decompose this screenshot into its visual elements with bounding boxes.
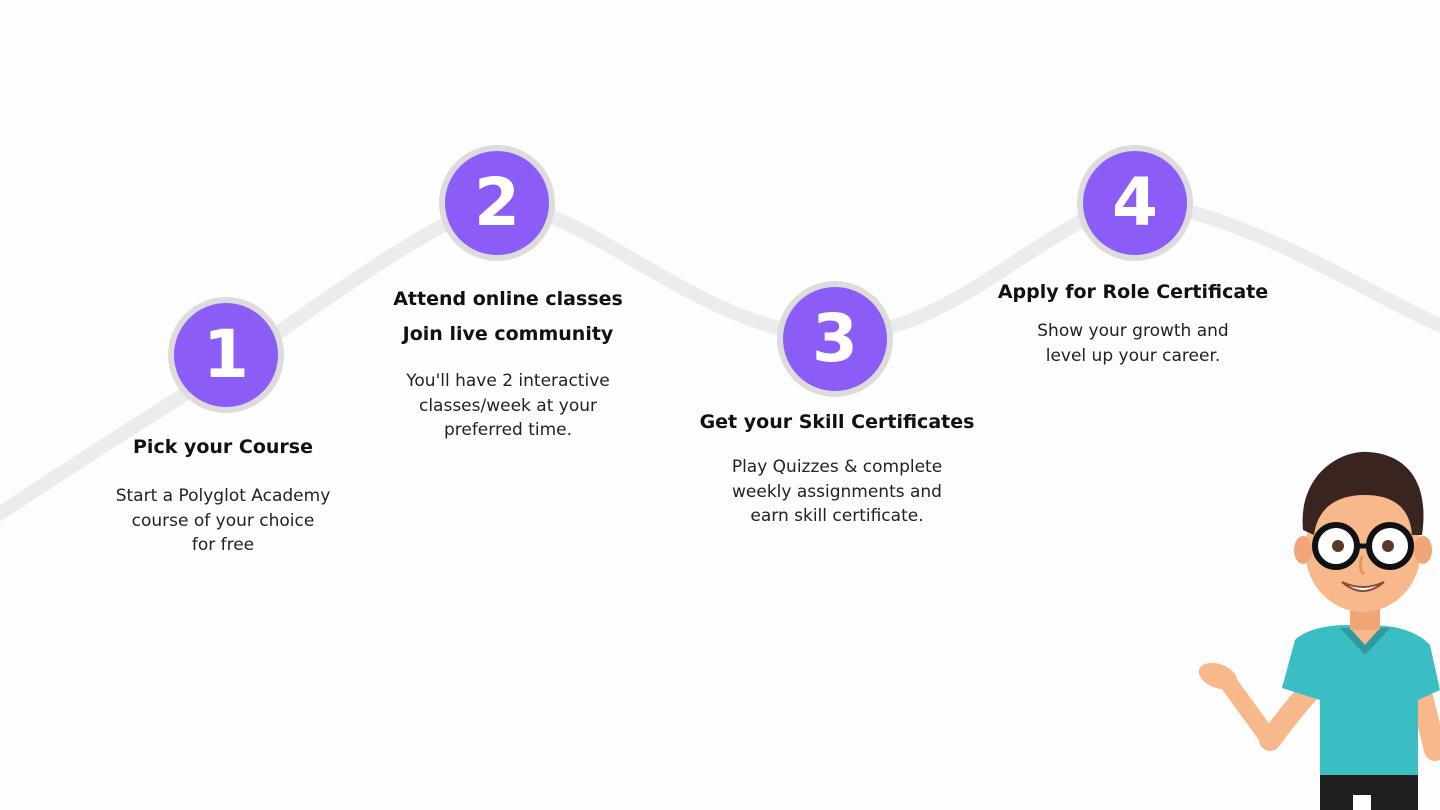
step-3-number: 3 <box>812 300 858 377</box>
step-2-description: You'll have 2 interactive classes/week a… <box>406 371 610 440</box>
step-2-badge: 2 <box>439 145 555 261</box>
step-1-number: 1 <box>203 316 249 393</box>
step-2-title-line1: Attend online classes <box>393 288 623 310</box>
presenter-character-illustration <box>1198 451 1440 810</box>
step-3-description: Play Quizzes & complete weekly assignmen… <box>731 457 943 526</box>
step-4-badge: 4 <box>1077 145 1193 261</box>
step-3-title: Get your Skill Certificates <box>699 411 975 433</box>
step-2-number: 2 <box>474 164 520 241</box>
step-4-description: Show your growth and level up your caree… <box>1037 321 1229 366</box>
step-3-badge: 3 <box>777 281 893 397</box>
step-1-badge: 1 <box>168 297 284 413</box>
step-1-description: Start a Polyglot Academy course of your … <box>115 486 331 555</box>
step-1-title: Pick your Course <box>133 436 313 458</box>
step-4-title: Apply for Role Certificate <box>997 281 1269 303</box>
step-2-title-line2: Join live community <box>402 323 614 345</box>
step-4-number: 4 <box>1112 164 1158 241</box>
